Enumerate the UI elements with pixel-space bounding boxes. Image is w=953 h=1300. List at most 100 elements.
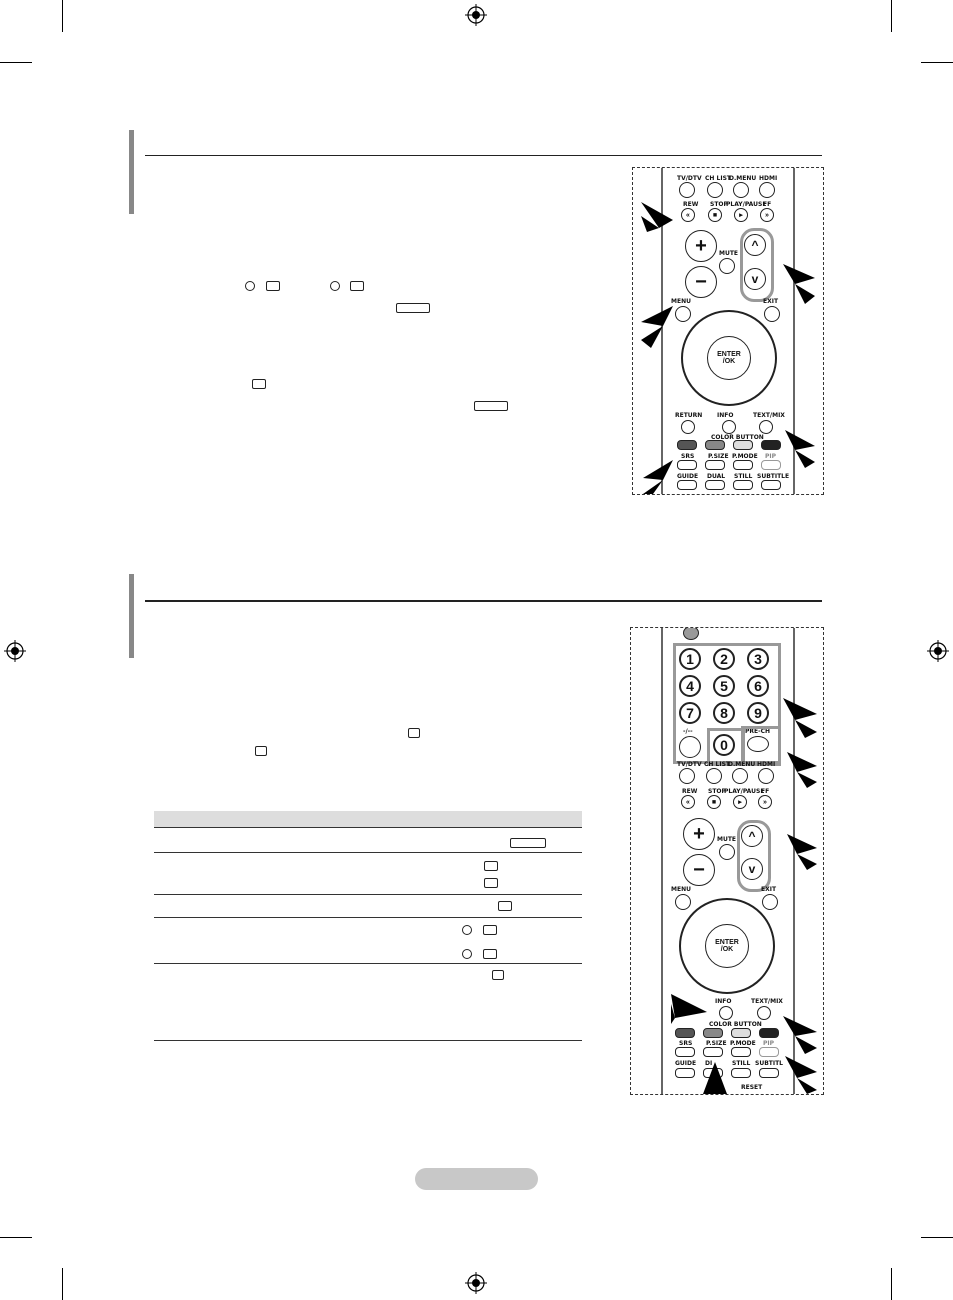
enter-ok-button[interactable]: ENTER /OK [707, 336, 751, 380]
guide-button[interactable] [675, 1068, 695, 1078]
enter-ok-button[interactable]: ENTER /OK [705, 924, 749, 968]
rew-button[interactable]: « [681, 795, 695, 809]
tvdtv-button[interactable] [679, 768, 695, 784]
ff-button[interactable]: » [760, 208, 774, 222]
digit-5-button[interactable]: 5 [713, 675, 735, 697]
crop-mark [891, 0, 892, 32]
playpause-button[interactable]: ▸ [734, 208, 748, 222]
hdmi-button[interactable] [759, 182, 775, 198]
blue-button[interactable] [761, 440, 781, 450]
exit-button[interactable] [762, 894, 778, 910]
green-button[interactable] [705, 440, 725, 450]
teletext-page-icon [266, 281, 280, 291]
volume-down-button[interactable]: − [685, 266, 717, 298]
crop-mark [921, 62, 953, 63]
tvdtv-button[interactable] [679, 182, 695, 198]
volume-down-button[interactable]: − [683, 854, 715, 886]
pmode-button[interactable] [733, 460, 753, 470]
dmenu-label: D.MENU [729, 175, 757, 182]
digit-7-button[interactable]: 7 [679, 702, 701, 724]
tvdtv-label: TV/DTV [677, 175, 702, 182]
chlist-button[interactable] [706, 768, 722, 784]
digit-3-button[interactable]: 3 [747, 648, 769, 670]
stop-button[interactable]: ■ [707, 795, 721, 809]
playpause-label: PLAY/PAUSE [726, 201, 767, 208]
channel-up-button[interactable]: ^ [741, 825, 763, 847]
playpause-button[interactable]: ▸ [733, 795, 747, 809]
mute-button[interactable] [719, 844, 735, 860]
mute-label: MUTE [719, 250, 739, 257]
rew-button[interactable]: « [681, 208, 695, 222]
teletext-cancel-icon [498, 901, 512, 911]
power-button[interactable] [683, 628, 699, 640]
channel-down-button[interactable]: v [741, 858, 763, 880]
yellow-button[interactable] [731, 1028, 751, 1038]
crop-mark [0, 1237, 32, 1238]
volume-up-button[interactable]: + [683, 818, 715, 850]
digit-6-button[interactable]: 6 [747, 675, 769, 697]
chlist-button[interactable] [707, 182, 723, 198]
channel-up-button[interactable]: ^ [744, 234, 766, 256]
return-button[interactable] [681, 420, 695, 434]
srs-label: SRS [681, 453, 695, 460]
green-button[interactable] [703, 1028, 723, 1038]
section-rule [145, 600, 822, 602]
dmenu-button[interactable] [733, 182, 749, 198]
mute-label: MUTE [717, 836, 737, 843]
ff-button[interactable]: » [758, 795, 772, 809]
ff-label: FF [761, 788, 770, 795]
crop-mark [891, 1268, 892, 1300]
digit-2-button[interactable]: 2 [713, 648, 735, 670]
subtitle-button[interactable] [759, 1068, 779, 1078]
hdmi-button[interactable] [758, 768, 774, 784]
info-button[interactable] [722, 420, 736, 434]
info-label: INFO [715, 998, 732, 1005]
textmix-label: TEXT/MIX [751, 998, 783, 1005]
yellow-button[interactable] [733, 440, 753, 450]
pip-button[interactable] [761, 460, 781, 470]
table-rule [154, 852, 582, 853]
digit-1-button[interactable]: 1 [679, 648, 701, 670]
pip-button[interactable] [759, 1047, 779, 1057]
subtitle-label: SUBTITL [755, 1060, 784, 1067]
table-rule [154, 827, 582, 828]
teletext-mix-icon [474, 401, 508, 411]
channel-highlight [740, 228, 774, 302]
stop-button[interactable]: ■ [708, 208, 722, 222]
dmenu-button[interactable] [732, 768, 748, 784]
dash-button[interactable] [679, 736, 701, 758]
textmix-button[interactable] [757, 1006, 771, 1020]
dual-button[interactable] [705, 480, 725, 490]
still-button[interactable] [733, 480, 753, 490]
digit-4-button[interactable]: 4 [679, 675, 701, 697]
guide-label: GUIDE [677, 473, 699, 480]
exit-label: EXIT [761, 886, 777, 893]
guide-button[interactable] [677, 480, 697, 490]
blue-button[interactable] [759, 1028, 779, 1038]
info-button[interactable] [719, 1006, 733, 1020]
subtitle-button[interactable] [761, 480, 781, 490]
channel-up-icon [462, 925, 472, 935]
prech-button[interactable] [747, 736, 769, 752]
channel-down-button[interactable]: v [744, 268, 766, 290]
red-button[interactable] [677, 440, 697, 450]
volume-up-button[interactable]: + [685, 230, 717, 262]
red-button[interactable] [675, 1028, 695, 1038]
srs-button[interactable] [677, 460, 697, 470]
textmix-button[interactable] [759, 420, 773, 434]
exit-button[interactable] [764, 306, 780, 322]
srs-button[interactable] [675, 1047, 695, 1057]
psize-button[interactable] [703, 1047, 723, 1057]
pmode-button[interactable] [731, 1047, 751, 1057]
channel-highlight [737, 820, 771, 892]
guide-label: GUIDE [675, 1060, 697, 1067]
menu-button[interactable] [675, 306, 691, 322]
menu-button[interactable] [675, 894, 691, 910]
still-button[interactable] [731, 1068, 751, 1078]
digit-0-button[interactable]: 0 [713, 734, 735, 756]
mute-button[interactable] [719, 258, 735, 274]
digit-9-button[interactable]: 9 [747, 702, 769, 724]
psize-button[interactable] [705, 460, 725, 470]
digit-8-button[interactable]: 8 [713, 702, 735, 724]
teletext-reveal-icon [492, 970, 504, 980]
